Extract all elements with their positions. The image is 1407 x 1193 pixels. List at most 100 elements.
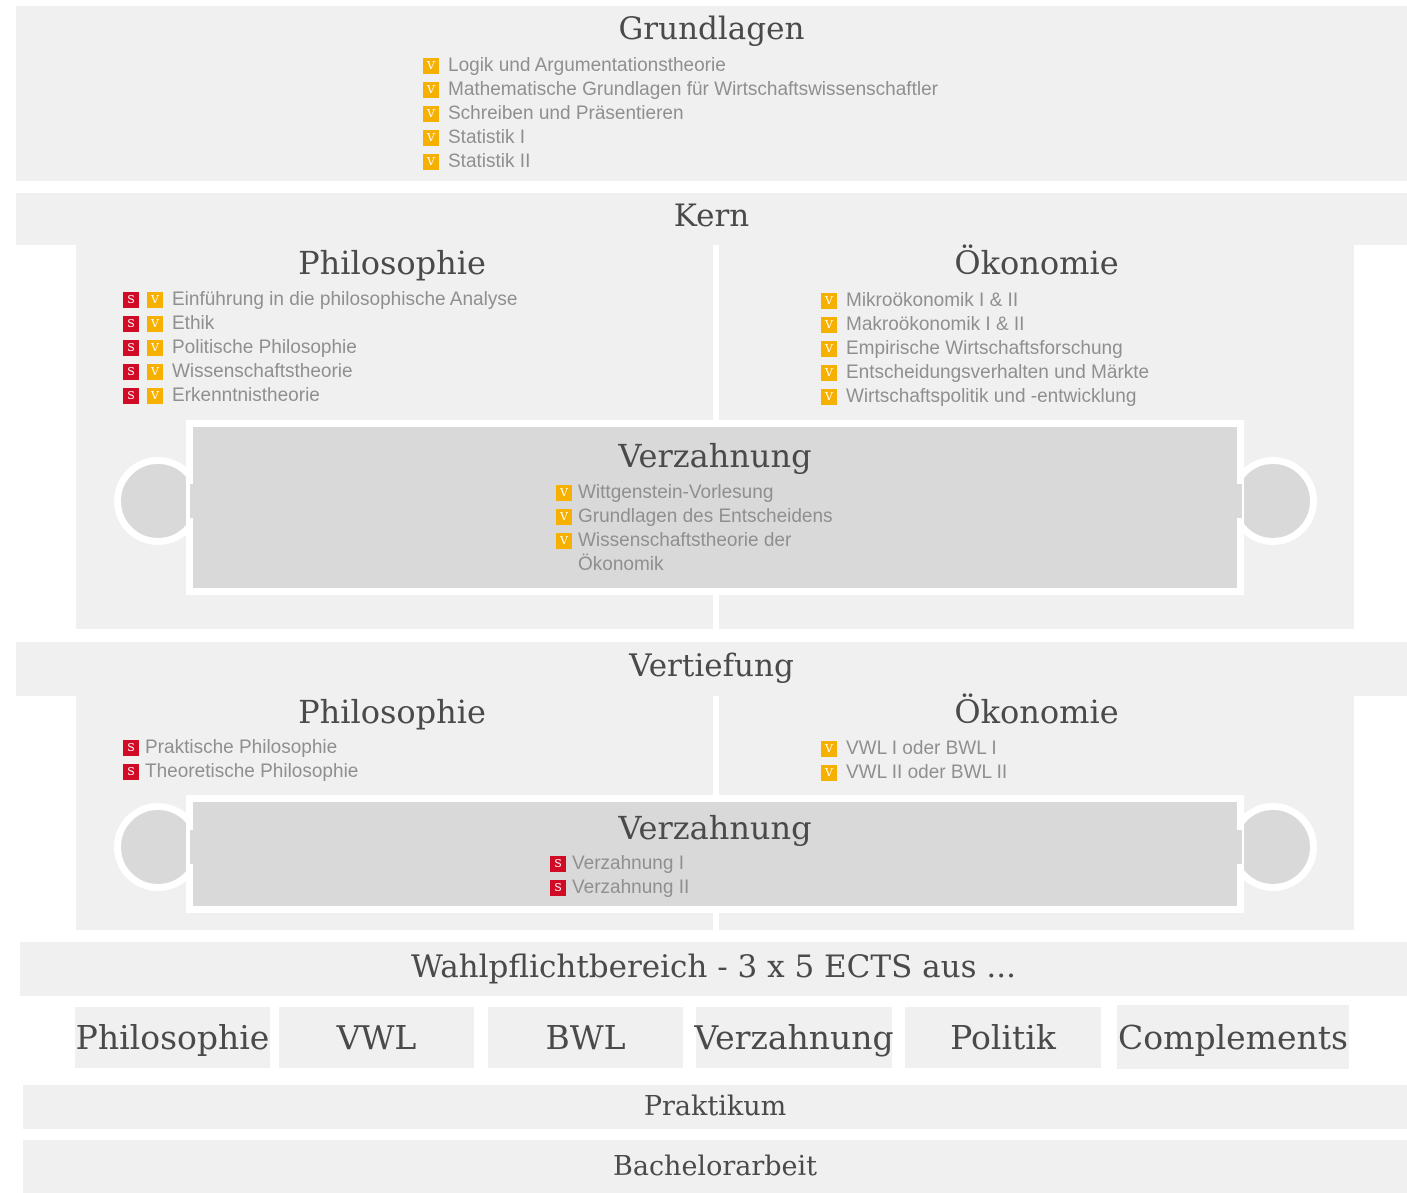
vertiefung-oekonomie-title: Ökonomie [954, 693, 1119, 731]
s-tag: S [550, 856, 566, 872]
v-tag: V [821, 365, 837, 381]
course-label: Wissenschaftstheorie der [578, 530, 792, 551]
v-tag: V [821, 341, 837, 357]
course-label: Wittgenstein-Vorlesung [578, 482, 774, 503]
course-label: Ökonomik [578, 554, 664, 575]
v-tag: V [147, 340, 163, 356]
list-item: V Logik und Argumentationstheorie [423, 54, 938, 78]
wahlpflicht-option-bwl: BWL [488, 1007, 683, 1068]
v-tag: V [821, 317, 837, 333]
course-label: Ethik [172, 313, 215, 334]
wahlpflicht-header [20, 942, 1407, 996]
connector-arm-right [1232, 484, 1242, 518]
wahlpflicht-option-vwl: VWL [279, 1007, 474, 1068]
list-item-continuation: Ökonomik [556, 553, 833, 577]
vertiefung-title: Vertiefung [629, 648, 794, 684]
course-label: Entscheidungsverhalten und Märkte [846, 362, 1150, 383]
connector-arm-right [1232, 830, 1242, 864]
v-tag: V [821, 741, 837, 757]
v-tag: V [147, 388, 163, 404]
wahlpflicht-title: Wahlpflichtbereich - 3 x 5 ECTS aus ... [411, 949, 1016, 985]
course-label: Wissenschaftstheorie [172, 361, 353, 382]
bachelorarbeit-bar [23, 1140, 1407, 1193]
vertiefung-header [16, 642, 1407, 696]
vertiefung-philosophie-title: Philosophie [298, 693, 486, 731]
v-tag: V [147, 364, 163, 380]
course-label: Politische Philosophie [172, 337, 357, 358]
praktikum-title: Praktikum [643, 1091, 787, 1122]
kern-verzahnung-box [186, 420, 1244, 595]
list-item: V Schreiben und Präsentieren [423, 102, 938, 126]
list-item: V Statistik I [423, 126, 938, 150]
course-label: Grundlagen des Entscheidens [578, 506, 833, 527]
course-label: VWL II oder BWL II [846, 762, 1008, 783]
list-item: V Wittgenstein-Vorlesung [556, 481, 833, 505]
list-item: V VWL I oder BWL I [821, 737, 1007, 761]
kern-verzahnung-list: V Wittgenstein-Vorlesung V Grundlagen des … [556, 481, 833, 577]
course-label: Statistik II [448, 151, 531, 172]
list-item: S Praktische Philosophie [123, 736, 358, 760]
s-tag: S [123, 292, 139, 308]
course-label: Statistik I [448, 127, 526, 148]
course-label: Einführung in die philosophische Analyse [172, 289, 518, 310]
connector-arm-left [190, 830, 200, 864]
course-label: Makroökonomik I & II [846, 314, 1025, 335]
list-item: V Wissenschaftstheorie der [556, 529, 833, 553]
vertiefung-verzahnung-box [186, 795, 1244, 913]
list-item: S Theoretische Philosophie [123, 760, 358, 784]
s-tag: S [550, 880, 566, 896]
v-tag: V [423, 106, 439, 122]
course-label: Logik und Argumentationstheorie [448, 55, 726, 76]
course-label: Erkenntnistheorie [172, 385, 320, 406]
s-tag: S [123, 364, 139, 380]
s-tag: S [123, 316, 139, 332]
v-tag: V [821, 389, 837, 405]
v-tag: V [423, 130, 439, 146]
course-label: Schreiben und Präsentieren [448, 103, 684, 124]
v-tag: V [556, 509, 572, 525]
kern-philosophie-title: Philosophie [298, 244, 486, 282]
course-label: Empirische Wirtschaftsforschung [846, 338, 1123, 359]
bachelorarbeit-title: Bachelorarbeit [613, 1151, 817, 1182]
kern-oekonomie-title: Ökonomie [954, 244, 1119, 282]
list-item: V Makroökonomik I & II [821, 313, 1149, 337]
list-item: S Verzahnung II [550, 876, 689, 900]
course-label: Theoretische Philosophie [145, 761, 359, 782]
course-label: VWL I oder BWL I [846, 738, 997, 759]
wahlpflicht-option-complements: Complements [1117, 1005, 1349, 1069]
course-label: Praktische Philosophie [145, 737, 338, 758]
v-tag: V [423, 82, 439, 98]
list-item: V Entscheidungsverhalten und Märkte [821, 361, 1149, 385]
v-tag: V [423, 58, 439, 74]
course-label: Mikroökonomik I & II [846, 290, 1019, 311]
v-tag: V [556, 485, 572, 501]
kern-verzahnung-title: Verzahnung [618, 437, 812, 475]
list-item: V Wirtschaftspolitik und -entwicklung [821, 385, 1149, 409]
praktikum-bar [23, 1085, 1407, 1129]
vertiefung-oekonomie-list: V VWL I oder BWL I V VWL II oder BWL II [821, 737, 1007, 785]
s-tag: S [123, 740, 139, 756]
v-tag: V [556, 533, 572, 549]
kern-header [16, 193, 1407, 245]
course-label: Verzahnung II [572, 877, 690, 898]
connector-arm-left [190, 484, 200, 518]
s-tag: S [123, 764, 139, 780]
list-item: V Grundlagen des Entscheidens [556, 505, 833, 529]
v-tag: V [147, 316, 163, 332]
kern-title: Kern [673, 198, 750, 234]
v-tag: V [821, 765, 837, 781]
course-label: Wirtschaftspolitik und -entwicklung [846, 386, 1137, 407]
list-item: V VWL II oder BWL II [821, 761, 1007, 785]
grundlagen-section [16, 6, 1407, 181]
list-item: V Empirische Wirtschaftsforschung [821, 337, 1149, 361]
